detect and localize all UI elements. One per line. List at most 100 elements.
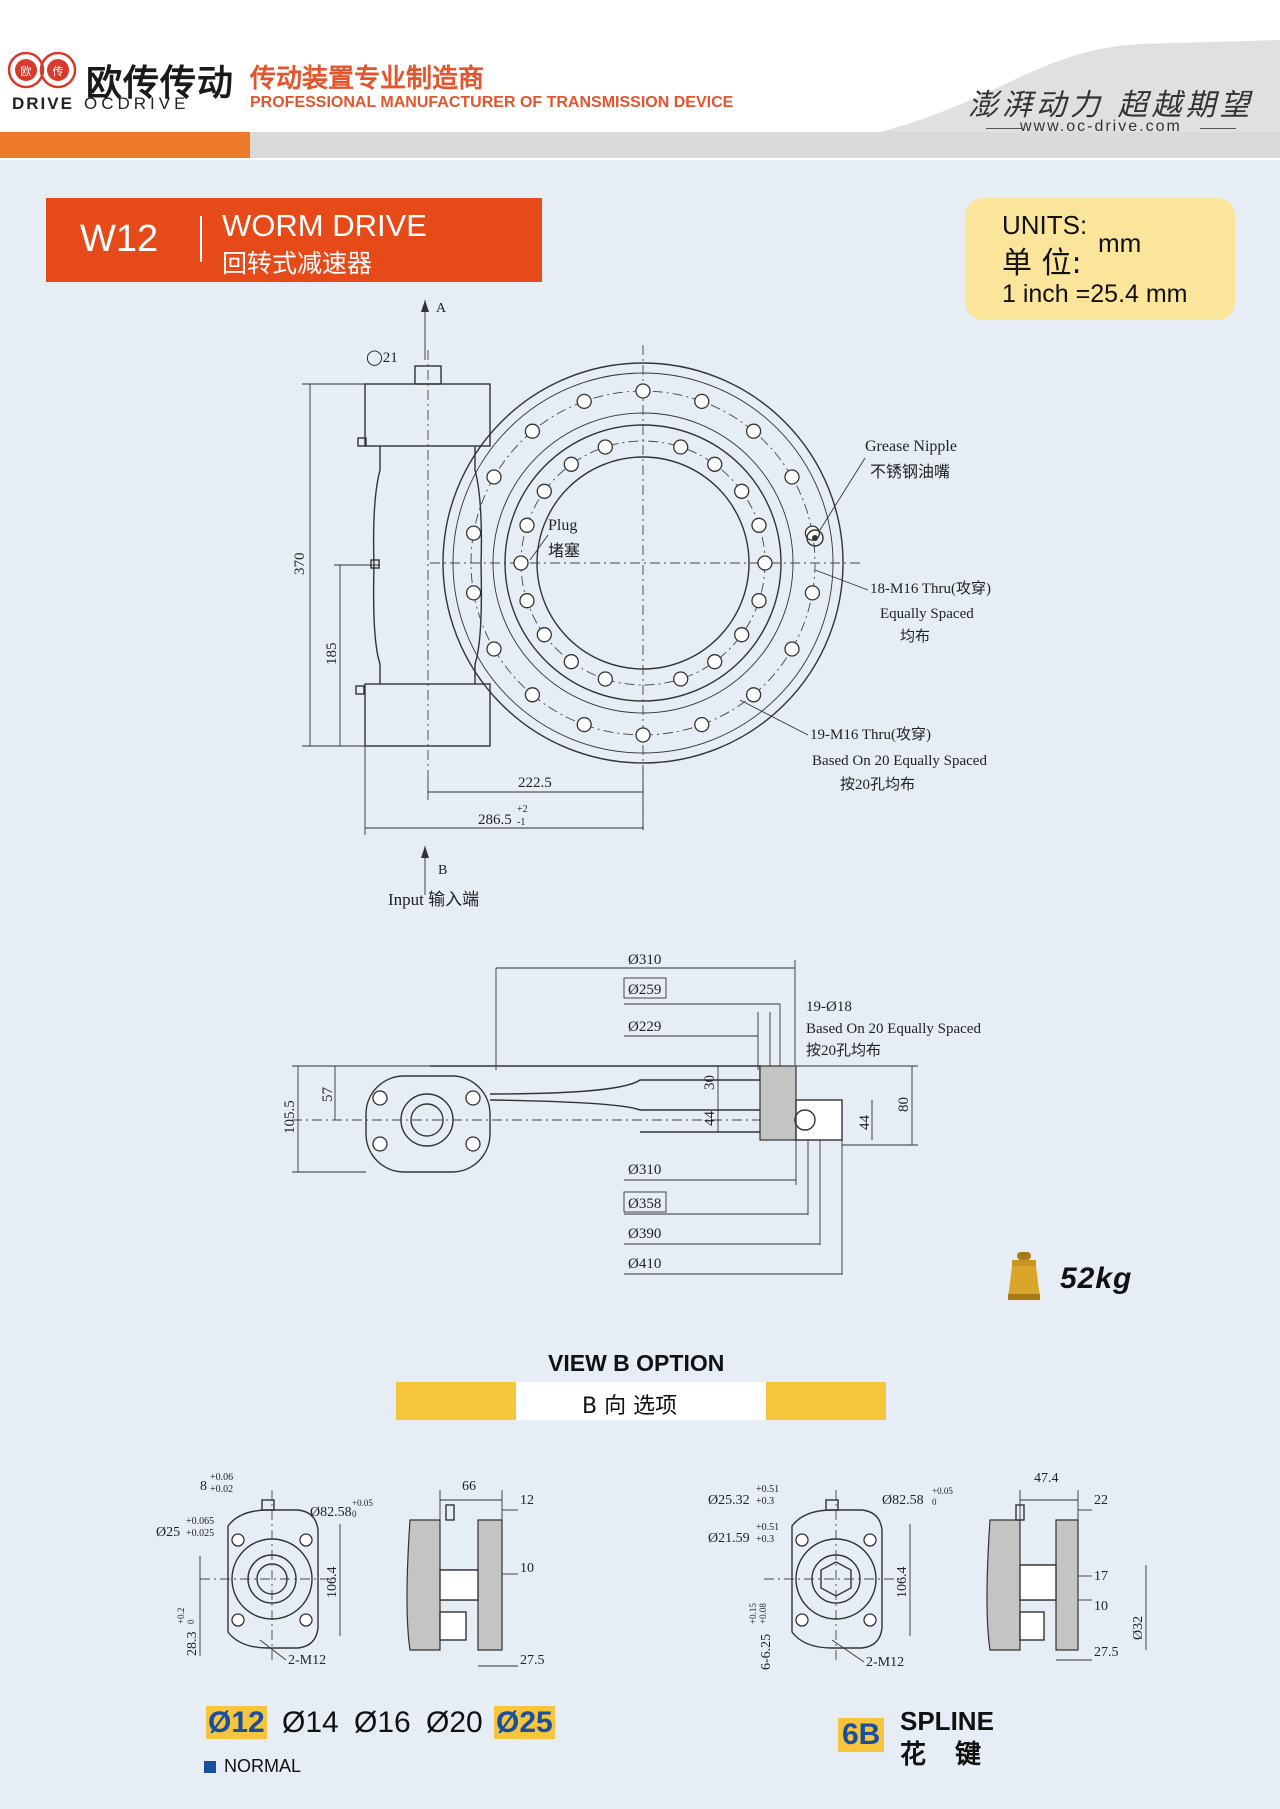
side-h105-5: 105.5 [282, 1100, 298, 1134]
spline-label-en: SPLINE [900, 1706, 994, 1736]
header-swoosh [880, 40, 1280, 132]
units-label-en: UNITS: [1002, 210, 1088, 240]
shaft-option-d20[interactable]: Ø20 [426, 1706, 483, 1739]
side-holes-19: 19-Ø18 [806, 999, 852, 1015]
inner-holes-hole [707, 654, 723, 670]
side-d310-top: Ø310 [628, 952, 661, 968]
logo-char-1: 欧 [21, 65, 32, 78]
holes-19-sub-cn: 按20孔均布 [840, 776, 915, 793]
shaft-option-d16[interactable]: Ø16 [354, 1706, 411, 1739]
inner-holes-hole [673, 671, 689, 687]
logo-char-2: 传 [53, 65, 64, 78]
grease-nipple-icon [806, 529, 824, 547]
brand-name-en-right: OCDRIVE [84, 94, 190, 113]
shaft-option-d14[interactable]: Ø14 [282, 1706, 339, 1739]
tol-286-up: +2 [517, 804, 528, 815]
inner-holes-hole [751, 593, 767, 609]
normal-key-depth-tol-up: +0.2 [176, 1608, 186, 1624]
normal-s66: 66 [462, 1479, 476, 1494]
spline-minor-tol-up: +0.51 [756, 1522, 779, 1533]
normal-key-tol-low: +0.02 [210, 1484, 233, 1495]
spline-major-tol-low: +0.3 [756, 1496, 774, 1507]
side-d390: Ø390 [628, 1226, 661, 1242]
model-code: W12 [80, 218, 159, 260]
normal-bore-tol-up: +0.065 [186, 1516, 214, 1527]
website-link[interactable]: www.oc-drive.com [1020, 118, 1182, 135]
outer-holes-hole [784, 641, 800, 657]
spline-s22: 22 [1094, 1493, 1108, 1508]
holes-18-sub-en: Equally Spaced [880, 606, 974, 622]
inner-holes-hole [519, 593, 535, 609]
inner-holes-hole [536, 627, 552, 643]
inner-holes-hole [536, 483, 552, 499]
outer-holes-hole [784, 469, 800, 485]
view-b-label: B [438, 863, 447, 878]
header-grey-strip [250, 132, 1280, 158]
normal-s27-5: 27.5 [520, 1653, 545, 1668]
product-name-en: WORM DRIVE [222, 208, 427, 243]
grease-nipple-cn: 不锈钢油嘴 [870, 463, 950, 481]
shaft-option-d25[interactable]: Ø25 [494, 1706, 555, 1740]
title-separator [200, 216, 202, 262]
side-d410: Ø410 [628, 1256, 661, 1272]
side-h80: 80 [896, 1097, 912, 1112]
slogan: 澎湃动力 超越期望 [968, 88, 1254, 123]
normal-key-depth-tol-low: 0 [186, 1619, 196, 1624]
normal-option-drawing: 8 +0.06 +0.02 Ø25 +0.065 +0.025 Ø82.58 +… [156, 1472, 545, 1668]
shaft-option-d12[interactable]: Ø12 [206, 1706, 267, 1740]
shaft-d25-label: Ø25 [494, 1706, 555, 1739]
header-orange-strip [0, 132, 250, 158]
normal-pilot: Ø82.58 [310, 1505, 352, 1520]
logo-gear-icon: 欧 传 [7, 51, 77, 89]
inner-holes-hole [757, 555, 773, 571]
view-b-title: VIEW B OPTION [548, 1350, 725, 1376]
outer-bolt-holes [465, 383, 821, 743]
normal-bore: Ø25 [156, 1525, 180, 1540]
units-box [965, 198, 1235, 320]
plug-cn: 堵塞 [548, 542, 580, 560]
spline-s27-5: 27.5 [1094, 1645, 1119, 1660]
spline-s47-4: 47.4 [1034, 1471, 1059, 1486]
top-view-drawing: A B Input 输入端 ◯21 Grease Nipple 不锈钢油嘴 Pl… [292, 300, 991, 909]
normal-bore-tol-low: +0.025 [186, 1528, 214, 1539]
normal-s12: 12 [520, 1493, 534, 1508]
normal-legend-square [204, 1761, 216, 1773]
side-h44-left: 44 [702, 1111, 718, 1127]
side-h44-right: 44 [857, 1115, 873, 1131]
spline-d32: Ø32 [1131, 1616, 1146, 1640]
units-label-cn: 单 位: [1002, 246, 1082, 281]
side-holes-sub-en: Based On 20 Equally Spaced [806, 1021, 981, 1037]
units-value: mm [1098, 228, 1142, 258]
housing-grease-fittings [355, 437, 380, 695]
tagline-cn: 传动装置专业制造商 [250, 64, 485, 94]
spline-pilot-tol-low: 0 [932, 1497, 937, 1507]
inner-holes-hole [563, 456, 579, 472]
view-b-subtitle: B 向 选项 [582, 1394, 678, 1419]
spline-spec: 6-6.25 [759, 1634, 774, 1670]
plug-en: Plug [548, 517, 577, 534]
outer-holes-hole [465, 525, 482, 541]
holes-19-sub-en: Based On 20 Equally Spaced [812, 753, 987, 769]
normal-pilot-tol-up: +0.05 [352, 1498, 373, 1508]
weight-icon [1008, 1252, 1040, 1300]
normal-key-tol-up: +0.06 [210, 1472, 233, 1483]
outer-holes-hole [524, 687, 541, 703]
website-rule-right [1200, 128, 1236, 129]
outer-holes-hole [694, 716, 710, 733]
spline-s17: 17 [1094, 1569, 1108, 1584]
dia-21-label: ◯21 [366, 350, 398, 366]
side-h30: 30 [702, 1075, 718, 1090]
brand-name-en-left: DRIVE [12, 94, 74, 113]
spline-major-tol-up: +0.51 [756, 1484, 779, 1495]
side-h57: 57 [320, 1087, 336, 1103]
outer-holes-hole [745, 687, 762, 703]
spline-minor: Ø21.59 [708, 1531, 750, 1546]
dim-370: 370 [292, 553, 308, 576]
outer-holes-hole [486, 641, 502, 657]
spline-spec-tol-low: +0.08 [758, 1603, 768, 1624]
spline-option-drawing: Ø25.32 +0.51 +0.3 Ø21.59 +0.51 +0.3 Ø82.… [708, 1471, 1147, 1670]
spline-option-code[interactable]: 6B [838, 1718, 885, 1752]
spline-minor-tol-low: +0.3 [756, 1534, 774, 1545]
inner-holes-hole [597, 671, 613, 687]
dim-222-5: 222.5 [518, 775, 552, 791]
